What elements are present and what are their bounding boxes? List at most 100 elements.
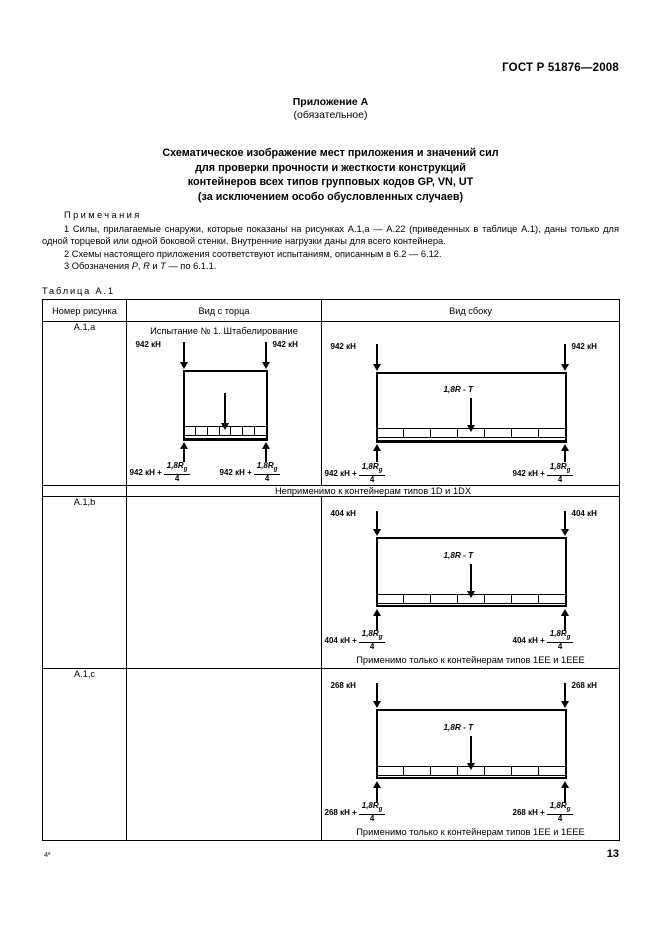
symbol-p: P — [131, 261, 138, 272]
floor-cell — [539, 767, 565, 775]
note-3-sep-1: , — [137, 261, 144, 272]
column-header-end-view: Вид с торца — [126, 299, 322, 322]
bottom-force-lead: 404 кН + — [324, 636, 357, 646]
numerator-subscript: g — [378, 466, 383, 474]
bottom-force-label-right: 404 кН + 1,8Rg 4 — [512, 629, 574, 652]
symbol-r: R — [143, 261, 150, 272]
applicability-note: Применимо только к контейнерам типов 1ЕЕ… — [356, 655, 585, 665]
floor-cell — [512, 429, 539, 437]
top-force-arrow-left-shaft — [375, 344, 379, 366]
base-bar — [375, 440, 567, 443]
top-force-arrow-right-shaft — [563, 683, 567, 703]
bottom-force-arrow-right-head — [560, 609, 569, 616]
floor-cell — [512, 767, 539, 775]
fraction-denominator: 4 — [557, 642, 563, 652]
container-outline — [375, 537, 567, 607]
spacer-cell — [42, 485, 127, 497]
appendix-name: Приложение А — [292, 96, 369, 108]
internal-load-arrow-shaft — [469, 736, 473, 764]
floor-cell — [378, 767, 405, 775]
floor-cell — [378, 595, 405, 603]
bottom-force-arrow-right-shaft — [563, 450, 567, 462]
bottom-force-arrow-right-head — [560, 781, 569, 788]
internal-load-arrow-shaft — [469, 398, 473, 427]
table-caption: Таблица А.1 — [42, 286, 115, 296]
side-view-diagram: 404 кН 404 кН 1,8R - T — [323, 497, 619, 655]
note-3-sep-2: и — [149, 261, 161, 272]
bottom-force-lead: 268 кН + — [324, 808, 357, 818]
internal-load-label: 1,8R - T — [443, 723, 474, 732]
symbol-t: T — [160, 261, 166, 272]
fraction-numerator: 1,8Rg — [163, 461, 191, 475]
bottom-force-label-left: 942 кН + 1,8Rg 4 — [129, 461, 191, 483]
top-force-arrow-right-shaft — [563, 511, 567, 531]
floor-cell — [485, 595, 512, 603]
floor-hatch-band — [377, 428, 565, 438]
fraction-numerator: 1,8Rg — [358, 801, 386, 815]
floor-cell — [431, 767, 459, 775]
fraction-numerator: 1,8Rg — [546, 629, 574, 643]
top-force-arrow-left-head — [179, 362, 188, 369]
fraction-denominator: 4 — [264, 474, 270, 484]
side-view-diagram: 942 кН 942 кН 1,8R - T — [323, 322, 619, 485]
fraction-denominator: 4 — [369, 475, 375, 485]
fraction-denominator: 4 — [369, 642, 375, 652]
bottom-force-fraction: 1,8Rg 4 — [358, 801, 386, 823]
bottom-force-lead: 942 кН + — [219, 468, 252, 478]
bottom-force-fraction: 1,8Rg 4 — [253, 461, 281, 484]
base-bar — [182, 438, 268, 441]
bottom-force-arrow-right-shaft — [563, 615, 567, 631]
bottom-force-label-left: 404 кН + 1,8Rg 4 — [324, 629, 386, 652]
numerator-main: 1,8R — [166, 461, 184, 470]
floor-cell — [220, 427, 232, 435]
numerator-main: 1,8R — [549, 629, 567, 638]
floor-cell — [208, 427, 220, 435]
bottom-force-lead: 942 кН + — [512, 469, 545, 479]
notes-block: Примечания 1 Силы, прилагаемые снаружи, … — [42, 209, 619, 273]
floor-cell — [539, 429, 565, 437]
applicability-note: Применимо только к контейнерам типов 1ЕЕ… — [356, 827, 585, 837]
internal-load-label: 1,8R - T — [443, 385, 474, 394]
numerator-subscript: g — [273, 465, 278, 473]
top-force-arrow-left-head — [372, 701, 381, 708]
numerator-subscript: g — [378, 633, 383, 641]
side-view-cell: 942 кН 942 кН 1,8R - T — [321, 321, 620, 486]
bottom-force-arrow-right-shaft — [264, 448, 268, 462]
numerator-subscript: g — [183, 465, 188, 473]
floor-cell — [404, 429, 432, 437]
bottom-force-label-left: 942 кН + 1,8Rg 4 — [325, 462, 386, 485]
bottom-force-arrow-left-head — [372, 444, 381, 451]
top-force-label-right: 268 кН — [571, 681, 597, 690]
floor-cell — [431, 595, 459, 603]
floor-cell — [231, 427, 244, 435]
floor-cell — [196, 427, 208, 435]
notes-heading: Примечания — [64, 210, 142, 220]
floor-hatch-band — [377, 594, 565, 604]
signature-mark: 4* — [44, 852, 51, 859]
fraction-numerator: 1,8Rg — [358, 462, 386, 476]
numerator-main: 1,8R — [361, 801, 379, 810]
note-3-text-post: — по 6.1.1. — [165, 261, 217, 272]
bottom-force-fraction: 1,8Rg 4 — [163, 461, 191, 483]
floor-cell — [255, 427, 266, 435]
figure-number-cell: А.1,b — [42, 496, 127, 669]
bottom-force-arrow-left-shaft — [375, 787, 379, 803]
top-force-arrow-right-head — [261, 362, 270, 369]
bottom-force-lead: 268 кН + — [512, 808, 545, 818]
top-force-arrow-left-shaft — [375, 683, 379, 703]
end-view-cell: Испытание № 1. Штабелирование 942 кН 942… — [126, 321, 322, 486]
appendix-heading: Приложение А (обязательное) — [0, 96, 661, 122]
bottom-force-lead: 404 кН + — [512, 636, 545, 646]
bottom-force-arrow-right-head — [560, 444, 569, 451]
table-row: А.1,а Испытание № 1. Штабелирование 942 … — [42, 321, 620, 486]
bottom-force-label-right: 942 кН + 1,8Rg 4 — [512, 462, 574, 484]
end-view-cell-empty — [126, 668, 322, 841]
bottom-force-arrow-left-shaft — [375, 615, 379, 631]
test-title: Испытание № 1. Штабелирование — [150, 326, 298, 336]
top-force-arrow-right-head — [560, 364, 569, 371]
bottom-force-lead: 942 кН + — [129, 468, 162, 478]
floor-cell — [404, 767, 432, 775]
figure-number-cell: А.1,с — [42, 668, 127, 841]
numerator-subscript: g — [566, 805, 571, 813]
